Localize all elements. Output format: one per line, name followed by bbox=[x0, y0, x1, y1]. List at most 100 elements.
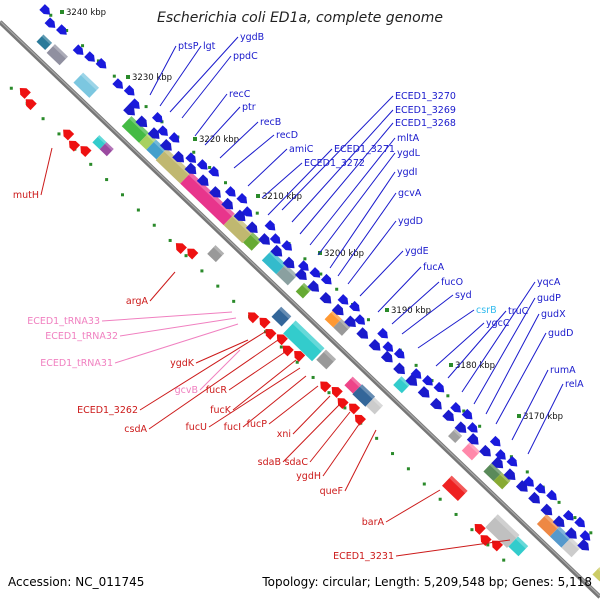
reverse-feature-body bbox=[352, 384, 376, 407]
forward-feature bbox=[295, 282, 312, 299]
kbp-tick-mark bbox=[256, 194, 260, 198]
reverse-gene-label: ECED1_3262 bbox=[77, 405, 138, 416]
forward-arrow-shape bbox=[466, 422, 478, 433]
forward-gene-leader bbox=[309, 137, 396, 246]
forward-gene-leader bbox=[329, 171, 396, 269]
forward-gene-leader bbox=[359, 250, 404, 297]
reverse-gene-label: csdA bbox=[124, 424, 147, 435]
track-dot bbox=[375, 436, 379, 440]
kbp-tick-mark bbox=[385, 308, 389, 312]
forward-arrow bbox=[354, 314, 366, 325]
reverse-feature-body bbox=[316, 349, 337, 370]
forward-gene-label: ECED1_3272 bbox=[304, 158, 365, 169]
forward-arrow bbox=[491, 456, 504, 469]
forward-gene-leader bbox=[435, 322, 485, 367]
reverse-arrow bbox=[282, 345, 294, 357]
reverse-gene-leader bbox=[395, 539, 511, 557]
forward-arrow bbox=[430, 397, 442, 410]
track-dot bbox=[422, 482, 426, 486]
forward-feature-body bbox=[73, 72, 100, 98]
reverse-feature-shine bbox=[515, 536, 529, 549]
forward-arrow bbox=[546, 489, 557, 501]
reverse-arrow-shape bbox=[276, 334, 288, 346]
kbp-tick-label: 3210 kbp bbox=[262, 192, 302, 202]
forward-feature-shine bbox=[544, 513, 560, 529]
reverse-gene-label: mutH bbox=[13, 190, 39, 201]
forward-arrow-shape bbox=[433, 381, 445, 393]
track-dot bbox=[391, 452, 395, 456]
forward-arrow-shape bbox=[264, 219, 276, 231]
reverse-arrow bbox=[349, 403, 361, 415]
forward-feature bbox=[592, 567, 600, 582]
reverse-gene-leader bbox=[195, 339, 249, 364]
forward-feature-body bbox=[549, 526, 572, 548]
reverse-feature-body bbox=[99, 142, 114, 157]
track-dot bbox=[454, 512, 458, 516]
kbp-tick-mark bbox=[449, 363, 453, 367]
forward-arrow bbox=[454, 421, 467, 433]
reverse-gene-leader bbox=[232, 359, 297, 411]
forward-gene-leader bbox=[495, 332, 547, 425]
forward-feature bbox=[261, 250, 286, 275]
reverse-gene-label: ECED1_3231 bbox=[333, 551, 394, 562]
forward-arrow-shape bbox=[546, 489, 557, 501]
kbp-tick-mark bbox=[126, 75, 130, 79]
reverse-arrow bbox=[337, 398, 349, 410]
forward-arrow-shape bbox=[307, 280, 320, 292]
forward-gene-label: ECED1_3268 bbox=[395, 118, 456, 129]
reverse-gene-leader bbox=[114, 323, 239, 364]
forward-arrow-shape bbox=[377, 327, 388, 339]
forward-arrow bbox=[245, 221, 258, 233]
forward-arrow-shape bbox=[356, 327, 369, 339]
forward-arrow bbox=[147, 127, 160, 139]
reverse-arrow-shape bbox=[187, 248, 199, 260]
reverse-feature bbox=[271, 306, 292, 327]
reverse-feature-shine bbox=[323, 349, 337, 362]
forward-gene-label: amiC bbox=[289, 144, 314, 155]
forward-arrow-shape bbox=[281, 240, 293, 251]
forward-gene-leader bbox=[317, 152, 396, 256]
forward-arrow-shape bbox=[147, 127, 160, 139]
forward-arrow-shape bbox=[565, 527, 577, 539]
forward-gene-label: ptr bbox=[242, 102, 256, 113]
reverse-feature bbox=[92, 135, 107, 150]
forward-arrow bbox=[506, 455, 518, 467]
forward-gene-label: syd bbox=[455, 290, 472, 301]
forward-arrow-shape bbox=[331, 303, 344, 316]
forward-feature-shine bbox=[568, 537, 582, 550]
forward-arrow-shape bbox=[461, 408, 473, 420]
track-dot bbox=[89, 162, 93, 166]
forward-gene-label: ECED1_3271 bbox=[334, 144, 395, 155]
kbp-tick-label: 3220 kbp bbox=[199, 135, 239, 145]
forward-arrow bbox=[540, 503, 553, 516]
forward-gene-label: gcvA bbox=[398, 188, 422, 199]
forward-arrow bbox=[565, 527, 577, 539]
reverse-feature-shine bbox=[359, 384, 376, 400]
reverse-gene-label: ECED1_tRNA33 bbox=[27, 316, 100, 327]
forward-feature bbox=[121, 116, 149, 143]
reverse-feature bbox=[99, 142, 114, 157]
forward-arrow bbox=[209, 186, 221, 198]
forward-arrow bbox=[534, 482, 546, 494]
reverse-gene-leader bbox=[385, 489, 441, 523]
reverse-gene-label: fucR bbox=[206, 385, 228, 396]
forward-arrow bbox=[95, 58, 107, 69]
forward-gene-label: recC bbox=[229, 89, 251, 100]
forward-arrow-shape bbox=[270, 244, 283, 257]
forward-arrow bbox=[84, 51, 95, 62]
forward-gene-label: ECED1_3269 bbox=[395, 105, 456, 116]
reverse-feature-body bbox=[366, 397, 384, 415]
forward-arrow-shape bbox=[123, 85, 135, 96]
reverse-gene-leader bbox=[40, 147, 53, 196]
forward-arrow-shape bbox=[282, 256, 295, 269]
reverse-feature-shine bbox=[372, 397, 384, 408]
forward-gene-leader bbox=[391, 281, 440, 325]
reverse-feature bbox=[207, 245, 225, 263]
forward-feature bbox=[483, 462, 502, 482]
forward-gene-label: gudD bbox=[548, 328, 573, 339]
forward-arrow-shape bbox=[405, 374, 418, 386]
track-dot bbox=[470, 528, 474, 532]
backbone-group bbox=[0, 20, 600, 599]
forward-feature bbox=[36, 34, 53, 51]
forward-arrow-shape bbox=[184, 162, 197, 175]
